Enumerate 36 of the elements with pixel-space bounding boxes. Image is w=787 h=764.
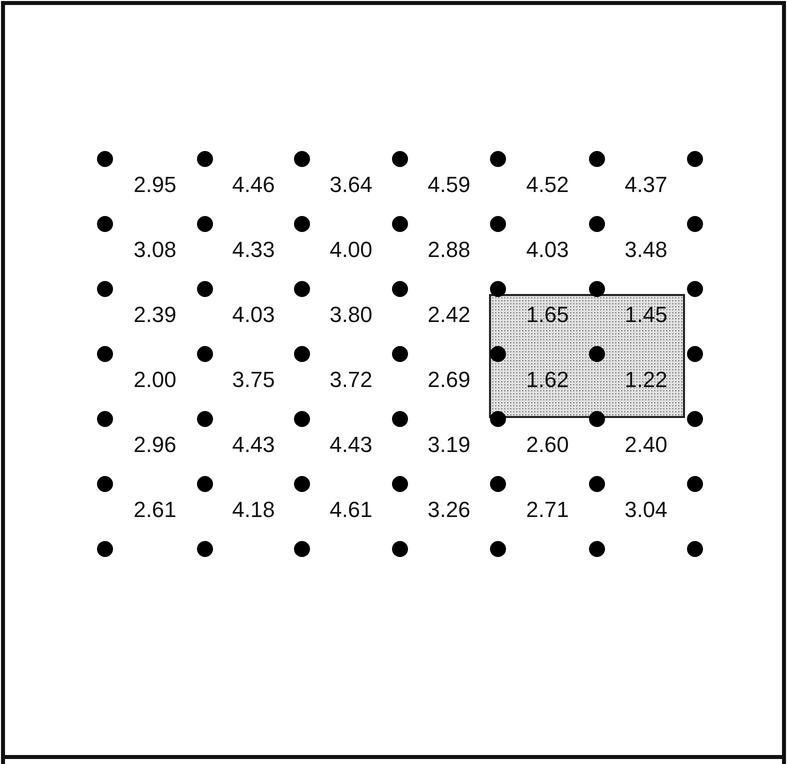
cell-value: 2.69 xyxy=(428,367,470,393)
cell-value: 3.26 xyxy=(428,497,470,523)
cell-value: 1.62 xyxy=(526,367,569,393)
cell-value: 3.19 xyxy=(428,432,470,458)
cell-value: 1.22 xyxy=(624,367,668,393)
cell-value: 2.40 xyxy=(624,432,668,458)
cell-value: 4.61 xyxy=(330,497,372,523)
cell-value: 4.18 xyxy=(232,497,275,523)
cell-value: 2.95 xyxy=(134,172,176,198)
cell-value: 3.75 xyxy=(232,367,275,393)
cell-value: 2.61 xyxy=(134,497,176,523)
cell-value: 4.46 xyxy=(232,172,275,198)
cell-value: 3.08 xyxy=(134,237,176,263)
cell-value: 1.65 xyxy=(526,302,569,328)
cell-value: 4.03 xyxy=(232,302,275,328)
cell-value: 2.96 xyxy=(134,432,176,458)
cell-value: 2.00 xyxy=(134,367,176,393)
cell-value: 2.42 xyxy=(428,302,470,328)
cell-value: 2.39 xyxy=(134,302,176,328)
cell-value: 4.37 xyxy=(624,172,668,198)
cell-value: 3.72 xyxy=(330,367,372,393)
cell-value: 2.71 xyxy=(526,497,569,523)
cell-value: 4.43 xyxy=(330,432,372,458)
cell-value: 2.60 xyxy=(526,432,569,458)
cell-value: 1.45 xyxy=(624,302,668,328)
cell-value: 3.80 xyxy=(330,302,372,328)
cell-value: 2.88 xyxy=(428,237,470,263)
cell-value: 3.64 xyxy=(330,172,372,198)
cell-value: 4.52 xyxy=(526,172,569,198)
cell-value: 4.59 xyxy=(428,172,470,198)
cell-value: 4.03 xyxy=(526,237,569,263)
cell-value: 3.48 xyxy=(624,237,668,263)
cell-value: 4.00 xyxy=(330,237,372,263)
cell-value: 4.33 xyxy=(232,237,275,263)
cell-value: 4.43 xyxy=(232,432,275,458)
cell-value: 3.04 xyxy=(624,497,668,523)
